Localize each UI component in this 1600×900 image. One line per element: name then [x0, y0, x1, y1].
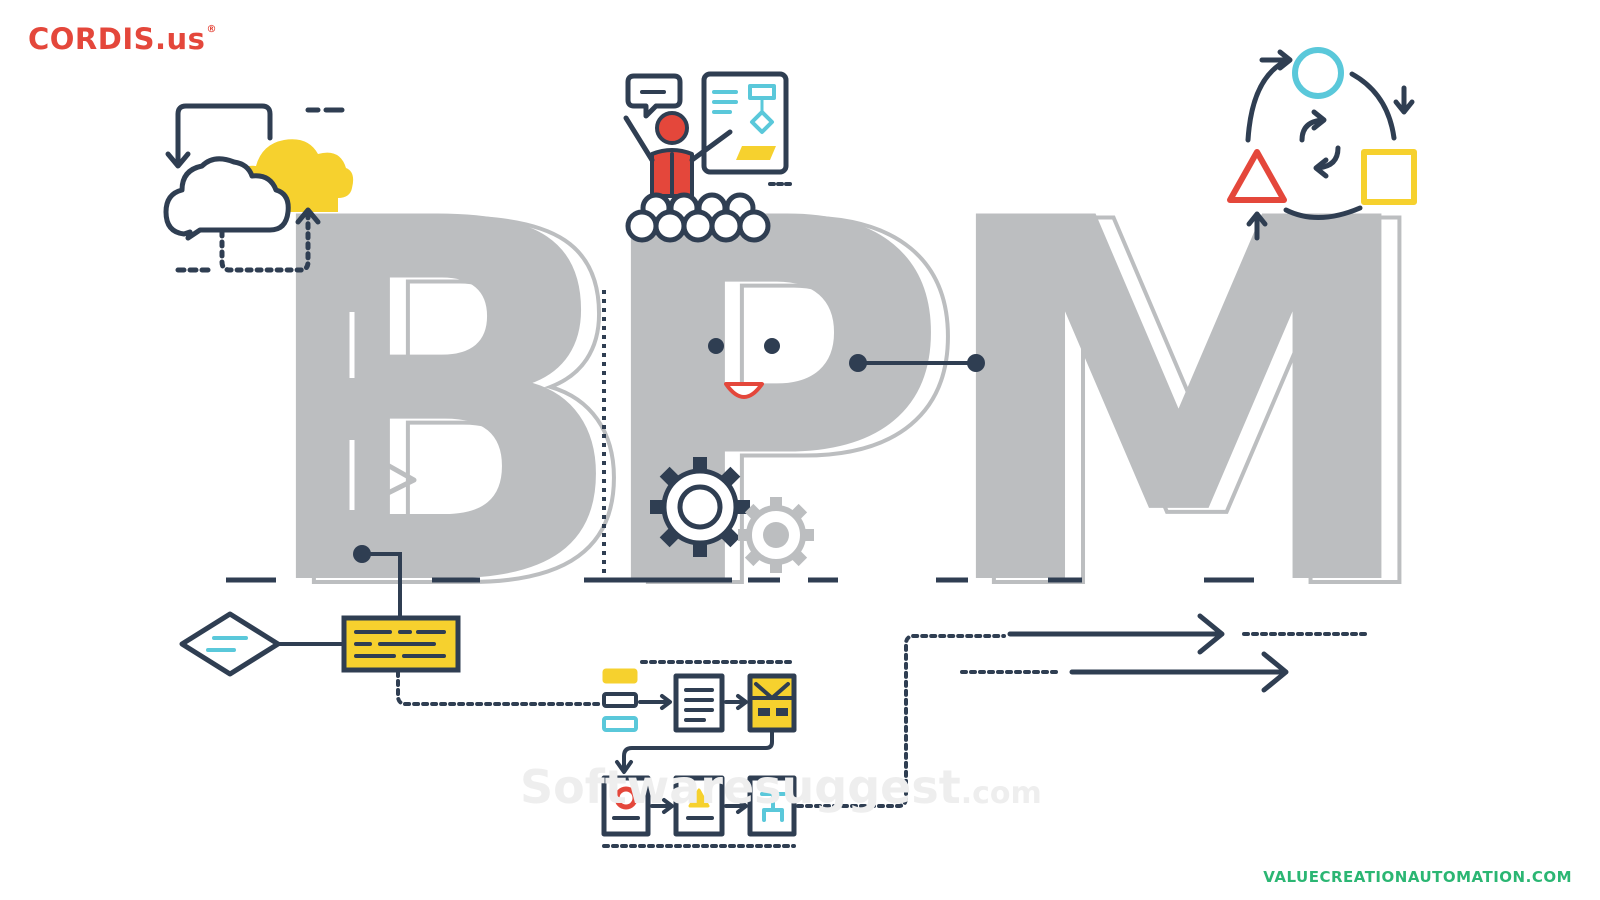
watermark-suffix: .com — [960, 776, 1042, 811]
gears-icon — [650, 457, 814, 573]
process-cycle-icon — [1227, 47, 1417, 241]
watermark: Softwaresuggest.com — [520, 760, 1042, 814]
arrow-right-icon — [960, 613, 1372, 693]
registered-mark: ® — [206, 24, 217, 35]
decision-diamond-icon — [179, 611, 346, 677]
workflow-diagram-icon — [601, 634, 1006, 848]
p-to-m-connector — [849, 354, 985, 372]
footer-url-link[interactable]: VALUECREATIONAUTOMATION.COM — [1263, 868, 1572, 886]
cloud-sync-icon — [163, 103, 354, 273]
letter-b-outline: B — [268, 118, 649, 700]
brand-name: CORDIS.us — [28, 22, 206, 56]
cordis-logo[interactable]: CORDIS.us® — [28, 22, 216, 56]
watermark-text: Softwaresuggest — [520, 760, 961, 814]
play-icon — [379, 459, 417, 499]
process-card — [341, 545, 602, 706]
letter-m: M — [930, 114, 1428, 696]
letter-p: P — [585, 114, 951, 696]
presenter-audience-icon — [623, 71, 792, 243]
smiley-face-icon — [708, 338, 780, 399]
letter-m-outline: M — [948, 118, 1446, 700]
